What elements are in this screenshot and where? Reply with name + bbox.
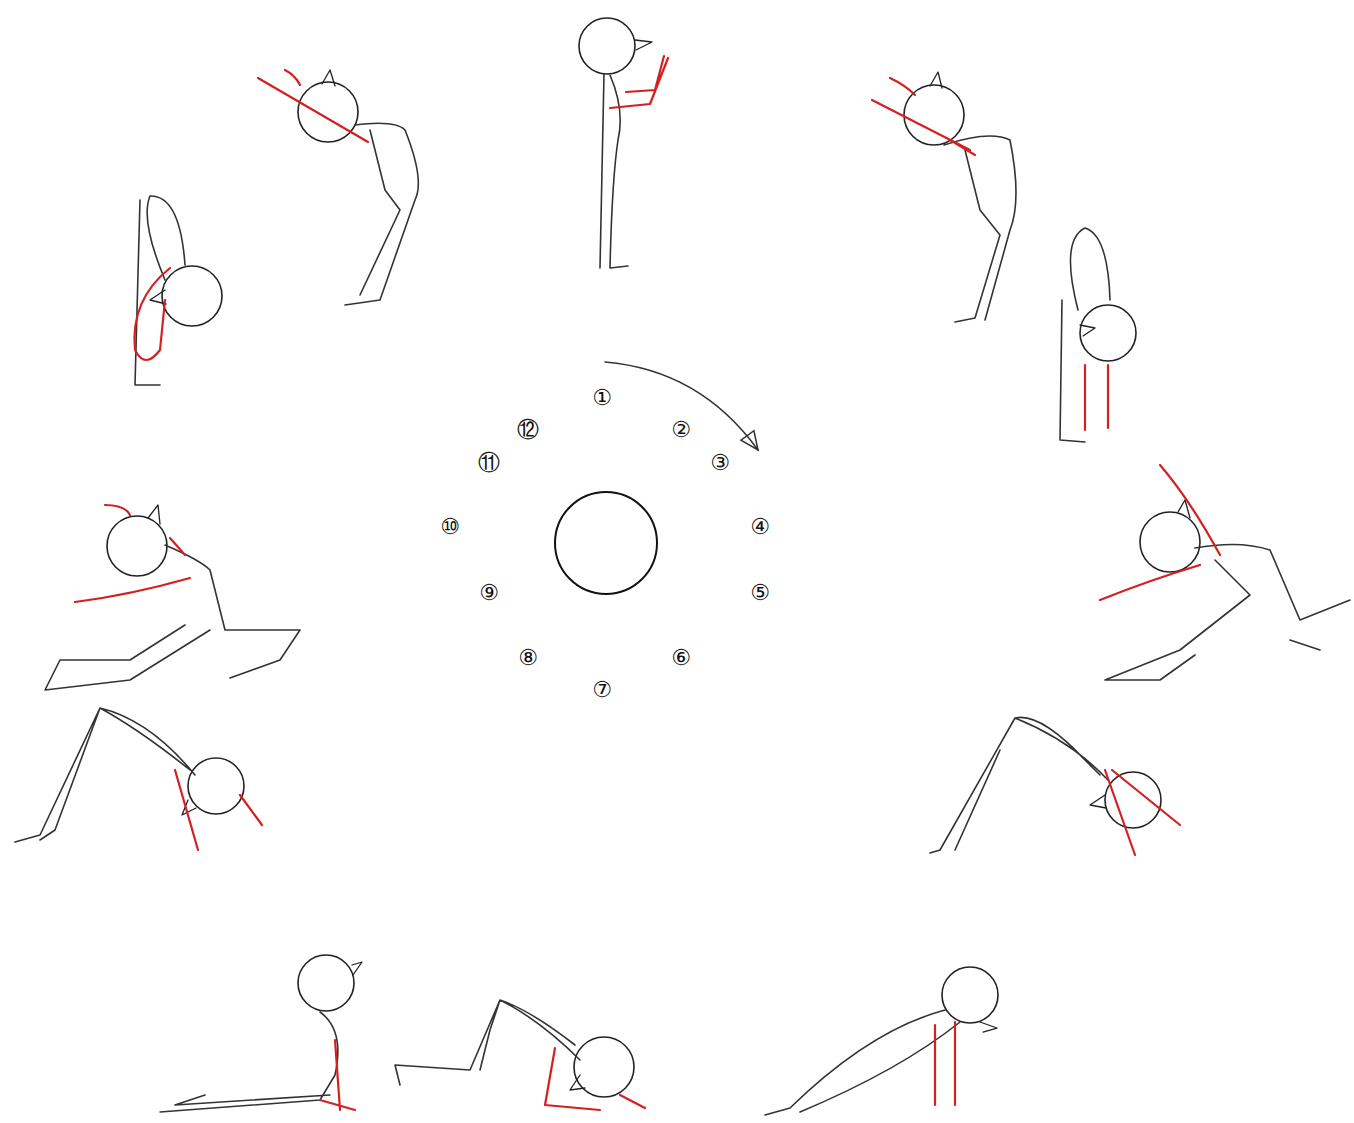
- callout-number: ⑧: [518, 647, 538, 669]
- callout-number: ⑪: [478, 452, 500, 474]
- center-circle: [555, 492, 657, 594]
- callout-number: ⑥: [671, 647, 691, 669]
- callout-number: ⑤: [750, 582, 770, 604]
- callout-number: ⑩: [440, 516, 460, 538]
- pose-figure: [579, 18, 668, 268]
- callout-number: ⑫: [517, 419, 539, 441]
- callout-number: ⑨: [479, 582, 499, 604]
- callout-number: ②: [671, 419, 691, 441]
- callout-number: ③: [710, 452, 730, 474]
- pose-figure: [15, 708, 262, 850]
- pose-figure: [765, 967, 998, 1115]
- pose-figure: [872, 72, 1016, 322]
- pose-figure: [258, 70, 418, 305]
- pose-figure: [930, 717, 1180, 855]
- callout-number: ④: [750, 516, 770, 538]
- pose-figure: [1060, 228, 1136, 442]
- pose-figure: [45, 505, 300, 690]
- pose-figure: [395, 1000, 645, 1110]
- callout-number: ⑦: [592, 679, 612, 701]
- direction-arrow: [605, 362, 758, 450]
- callout-number: ①: [592, 387, 612, 409]
- pose-figure: [160, 955, 362, 1112]
- pose-figure: [1100, 465, 1350, 680]
- pose-figure: [134, 196, 222, 385]
